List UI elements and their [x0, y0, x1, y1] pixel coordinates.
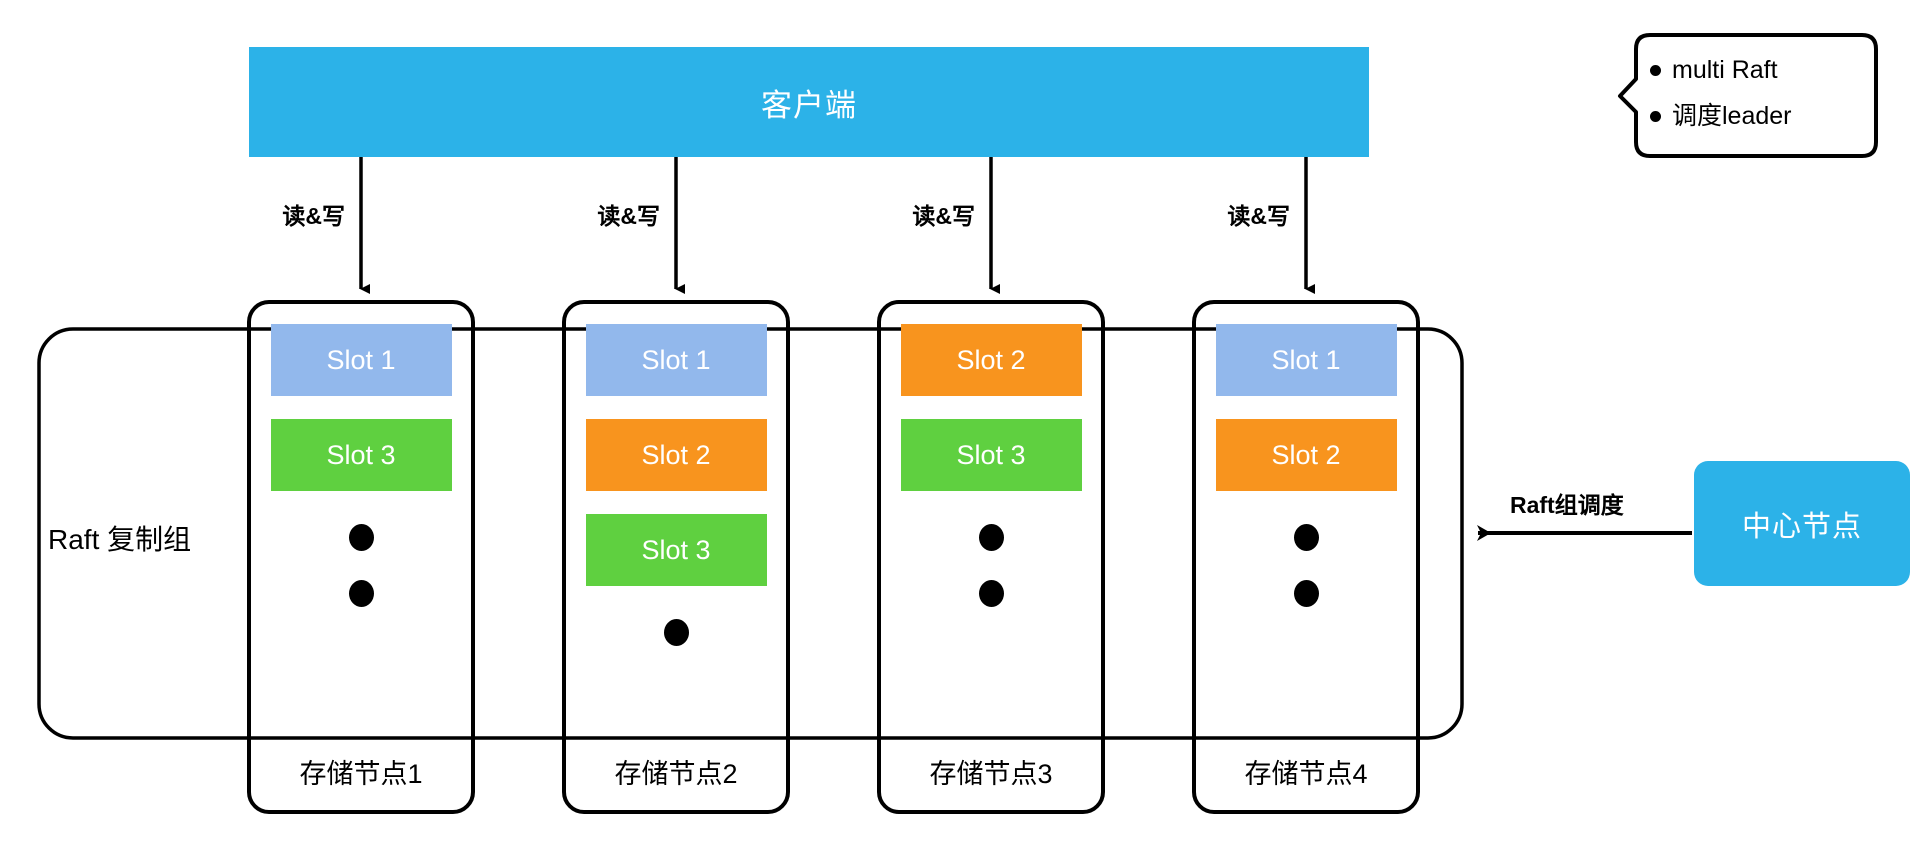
storage-node-4-body: Slot 1 Slot 2 [1196, 304, 1416, 810]
slot-block[interactable]: Slot 3 [900, 419, 1082, 491]
slot-block[interactable]: Slot 1 [585, 324, 767, 396]
edge-label-raft-scheduling: Raft组调度 [1510, 492, 1624, 518]
client-box[interactable]: 客户端 [249, 47, 1369, 157]
slot-block[interactable]: Slot 1 [1215, 324, 1397, 396]
slot-block[interactable]: Slot 1 [270, 324, 452, 396]
edge-label-rw-node3: 读&写 [912, 203, 975, 229]
ellipsis-dot [1293, 580, 1319, 607]
storage-node-1[interactable]: Slot 1 Slot 3 存储节点1 [247, 300, 475, 814]
callout-outline [1618, 33, 1878, 158]
center-node-box[interactable]: 中心节点 [1694, 461, 1910, 586]
ellipsis-dot [978, 524, 1004, 551]
slot-block[interactable]: Slot 2 [900, 324, 1082, 396]
storage-node-3-label: 存储节点3 [929, 758, 1053, 789]
raft-group-label: Raft 复制组 [48, 524, 192, 555]
storage-node-2-body: Slot 1 Slot 2 Slot 3 [566, 304, 786, 810]
storage-node-2-slots: Slot 1 Slot 2 Slot 3 [566, 304, 786, 609]
storage-node-4-slots: Slot 1 Slot 2 [1196, 304, 1416, 514]
ellipsis-dot [978, 580, 1004, 607]
storage-node-3[interactable]: Slot 2 Slot 3 存储节点3 [877, 300, 1105, 814]
client-label: 客户端 [761, 87, 857, 123]
slot-block[interactable]: Slot 3 [585, 514, 767, 586]
callout-list: multi Raft 调度leader [1646, 47, 1792, 139]
callout-item-schedule-leader: 调度leader [1650, 93, 1792, 139]
ellipsis-dot [348, 580, 374, 607]
storage-node-4[interactable]: Slot 1 Slot 2 存储节点4 [1192, 300, 1420, 814]
ellipsis-dot [1293, 524, 1319, 551]
storage-node-2-label: 存储节点2 [614, 758, 738, 789]
callout-item-multi-raft: multi Raft [1650, 47, 1792, 93]
slot-block[interactable]: Slot 3 [270, 419, 452, 491]
ellipsis-dot [663, 619, 689, 646]
storage-node-1-label: 存储节点1 [299, 758, 423, 789]
center-node-label: 中心节点 [1741, 510, 1862, 543]
storage-node-1-ellipsis [348, 524, 374, 607]
edge-label-rw-node4: 读&写 [1227, 203, 1290, 229]
edge-label-rw-node2: 读&写 [597, 203, 660, 229]
storage-node-2-ellipsis [663, 619, 689, 646]
storage-node-4-label: 存储节点4 [1244, 758, 1368, 789]
storage-node-3-slots: Slot 2 Slot 3 [881, 304, 1101, 514]
storage-node-4-ellipsis [1293, 524, 1319, 607]
storage-node-3-body: Slot 2 Slot 3 [881, 304, 1101, 810]
callout-box: multi Raft 调度leader [1620, 33, 1876, 158]
storage-node-2[interactable]: Slot 1 Slot 2 Slot 3 存储节点2 [562, 300, 790, 814]
storage-node-1-slots: Slot 1 Slot 3 [251, 304, 471, 514]
ellipsis-dot [348, 524, 374, 551]
storage-node-1-body: Slot 1 Slot 3 [251, 304, 471, 810]
edge-label-rw-node1: 读&写 [282, 203, 345, 229]
slot-block[interactable]: Slot 2 [1215, 419, 1397, 491]
storage-node-3-ellipsis [978, 524, 1004, 607]
slot-block[interactable]: Slot 2 [585, 419, 767, 491]
